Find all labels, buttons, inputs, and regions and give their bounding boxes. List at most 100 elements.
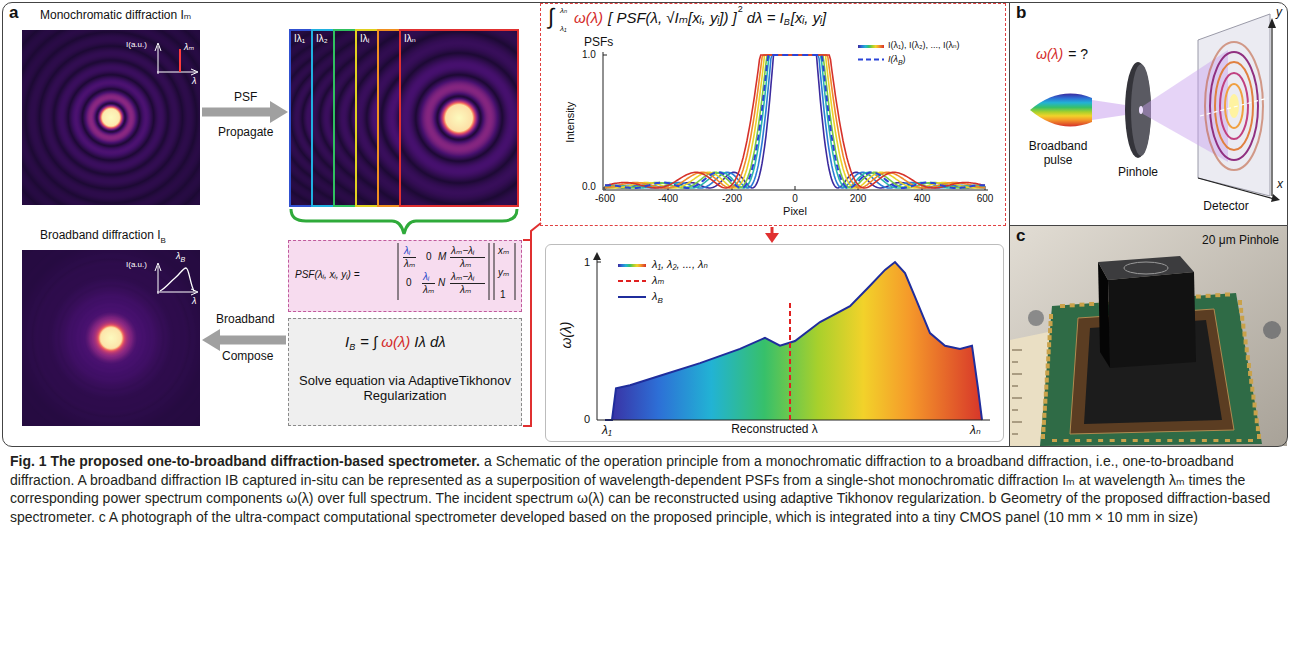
equation-box: PSFs: [540, 3, 1006, 226]
pad: [1167, 439, 1172, 442]
pad: [1256, 426, 1260, 431]
red-bracket: [523, 223, 541, 426]
pad: [1079, 303, 1084, 307]
ring: [1220, 73, 1248, 139]
vector-entry: xₘ: [498, 245, 509, 257]
cube-front: [1108, 272, 1196, 368]
tick-label: 200: [850, 193, 867, 205]
psf-ticks: [603, 55, 985, 190]
formula-term: I: [345, 333, 349, 350]
tick-label: 1.0: [582, 49, 596, 61]
arrow-label: Broadband: [216, 313, 275, 327]
pad: [1257, 434, 1261, 439]
matrix-entry: λᵢ: [423, 271, 429, 283]
diffraction-image: Broadband diffraction I: [22, 250, 200, 426]
pad: [1049, 314, 1053, 319]
tick-label: λₙ: [970, 424, 981, 438]
panel-frame: b: [1009, 2, 1288, 226]
pad: [1190, 439, 1195, 442]
spectrum-axes: [597, 254, 990, 420]
part-label: Detector: [1203, 200, 1248, 214]
spectrum-plot: [605, 262, 982, 420]
pad: [1042, 420, 1046, 425]
part-label: Broadband pulse: [1018, 140, 1098, 168]
ruler-ticks: [1012, 350, 1022, 434]
axis-title: Pixel: [783, 205, 807, 218]
monochromatic-line: [179, 49, 181, 72]
matrix-entry: M: [438, 251, 446, 263]
pad: [1047, 342, 1051, 347]
solver-text: Solve equation via AdaptiveTikhonov Regu…: [292, 374, 518, 404]
legend-sample: [858, 59, 884, 61]
spectrum-label: ω(λ): [1036, 46, 1063, 62]
axis-title: Intensity: [564, 102, 577, 143]
subscript: B: [898, 59, 903, 67]
arrow-shaft: [219, 336, 286, 345]
pad: [1240, 316, 1244, 321]
pad: [1045, 378, 1049, 383]
subscript: B: [657, 296, 662, 305]
matrix-entry: λₘ−λᵢ: [451, 271, 474, 283]
psf-curve: [605, 55, 985, 188]
spectrum-label: = ?: [1068, 46, 1088, 62]
pad: [1253, 402, 1257, 407]
pad: [1042, 413, 1046, 418]
pad: [1064, 439, 1069, 442]
pad: [1213, 439, 1218, 442]
matrix-entry: 0: [406, 277, 412, 289]
pad: [1248, 371, 1252, 376]
arrow-label: Compose: [222, 350, 273, 364]
equation-term: [ PSF(λ, √Iₘ[xᵢ, yᵢ]) ]: [608, 9, 737, 26]
matrix-entry: λᵢ: [404, 245, 410, 257]
legend-sample: [858, 45, 884, 48]
ring: [1205, 42, 1263, 170]
tick-label: 0: [792, 193, 798, 205]
integral-limit: λ₁: [560, 24, 566, 33]
spectrum-chart: Reconstructed λ: [545, 244, 1004, 442]
pad: [1238, 300, 1242, 305]
psf-axes: [603, 52, 988, 190]
pad: [1247, 363, 1251, 368]
screw: [1028, 310, 1044, 326]
pad: [1236, 439, 1241, 442]
pad: [1044, 385, 1048, 390]
formula-fill: [288, 240, 522, 312]
frame-label: Iλₙ: [404, 33, 416, 45]
pad: [1089, 302, 1094, 306]
pad: [1251, 395, 1255, 400]
diffraction-image: Monochromatic diffraction Iₘ: [22, 30, 200, 205]
pinhole-hole: [1139, 106, 1143, 114]
pad: [1110, 439, 1115, 442]
image-heading: Monochromatic diffraction Iₘ: [40, 9, 191, 23]
pad: [1045, 370, 1049, 375]
screw: [1263, 321, 1281, 339]
solver-fill: [288, 318, 522, 426]
caption-title: Fig. 1 The proposed one-to-broadband dif…: [10, 453, 480, 469]
subscript: B: [180, 256, 185, 264]
broadband-pulse: [1030, 94, 1092, 127]
axis-arrow: [1268, 18, 1276, 28]
pad: [1249, 379, 1253, 384]
tick-label: 600: [977, 193, 994, 205]
pad: [1241, 324, 1245, 329]
flow-arrow: [202, 101, 288, 123]
legend-label: λₘ: [652, 274, 664, 287]
formula-term: ω(λ): [381, 333, 410, 350]
pad: [1043, 406, 1047, 411]
pad: [1245, 347, 1249, 352]
pad: [1121, 439, 1126, 442]
tick-label: -400: [658, 193, 678, 205]
legend-sample: [618, 296, 646, 298]
arrow-shaft: [202, 108, 271, 117]
psf-curve: [605, 55, 985, 188]
pad: [1254, 410, 1258, 415]
pad: [1196, 295, 1201, 299]
pad: [1070, 303, 1075, 307]
pad: [1206, 294, 1211, 298]
inset-axes: [155, 263, 198, 295]
psf-curve: [605, 55, 985, 188]
equation-term: ω(λ): [574, 9, 603, 26]
arrow-head: [765, 233, 779, 243]
matrix-entry: λₘ: [404, 258, 415, 270]
legend-label: λ₁, λ₂, ..., λₙ: [652, 258, 708, 271]
